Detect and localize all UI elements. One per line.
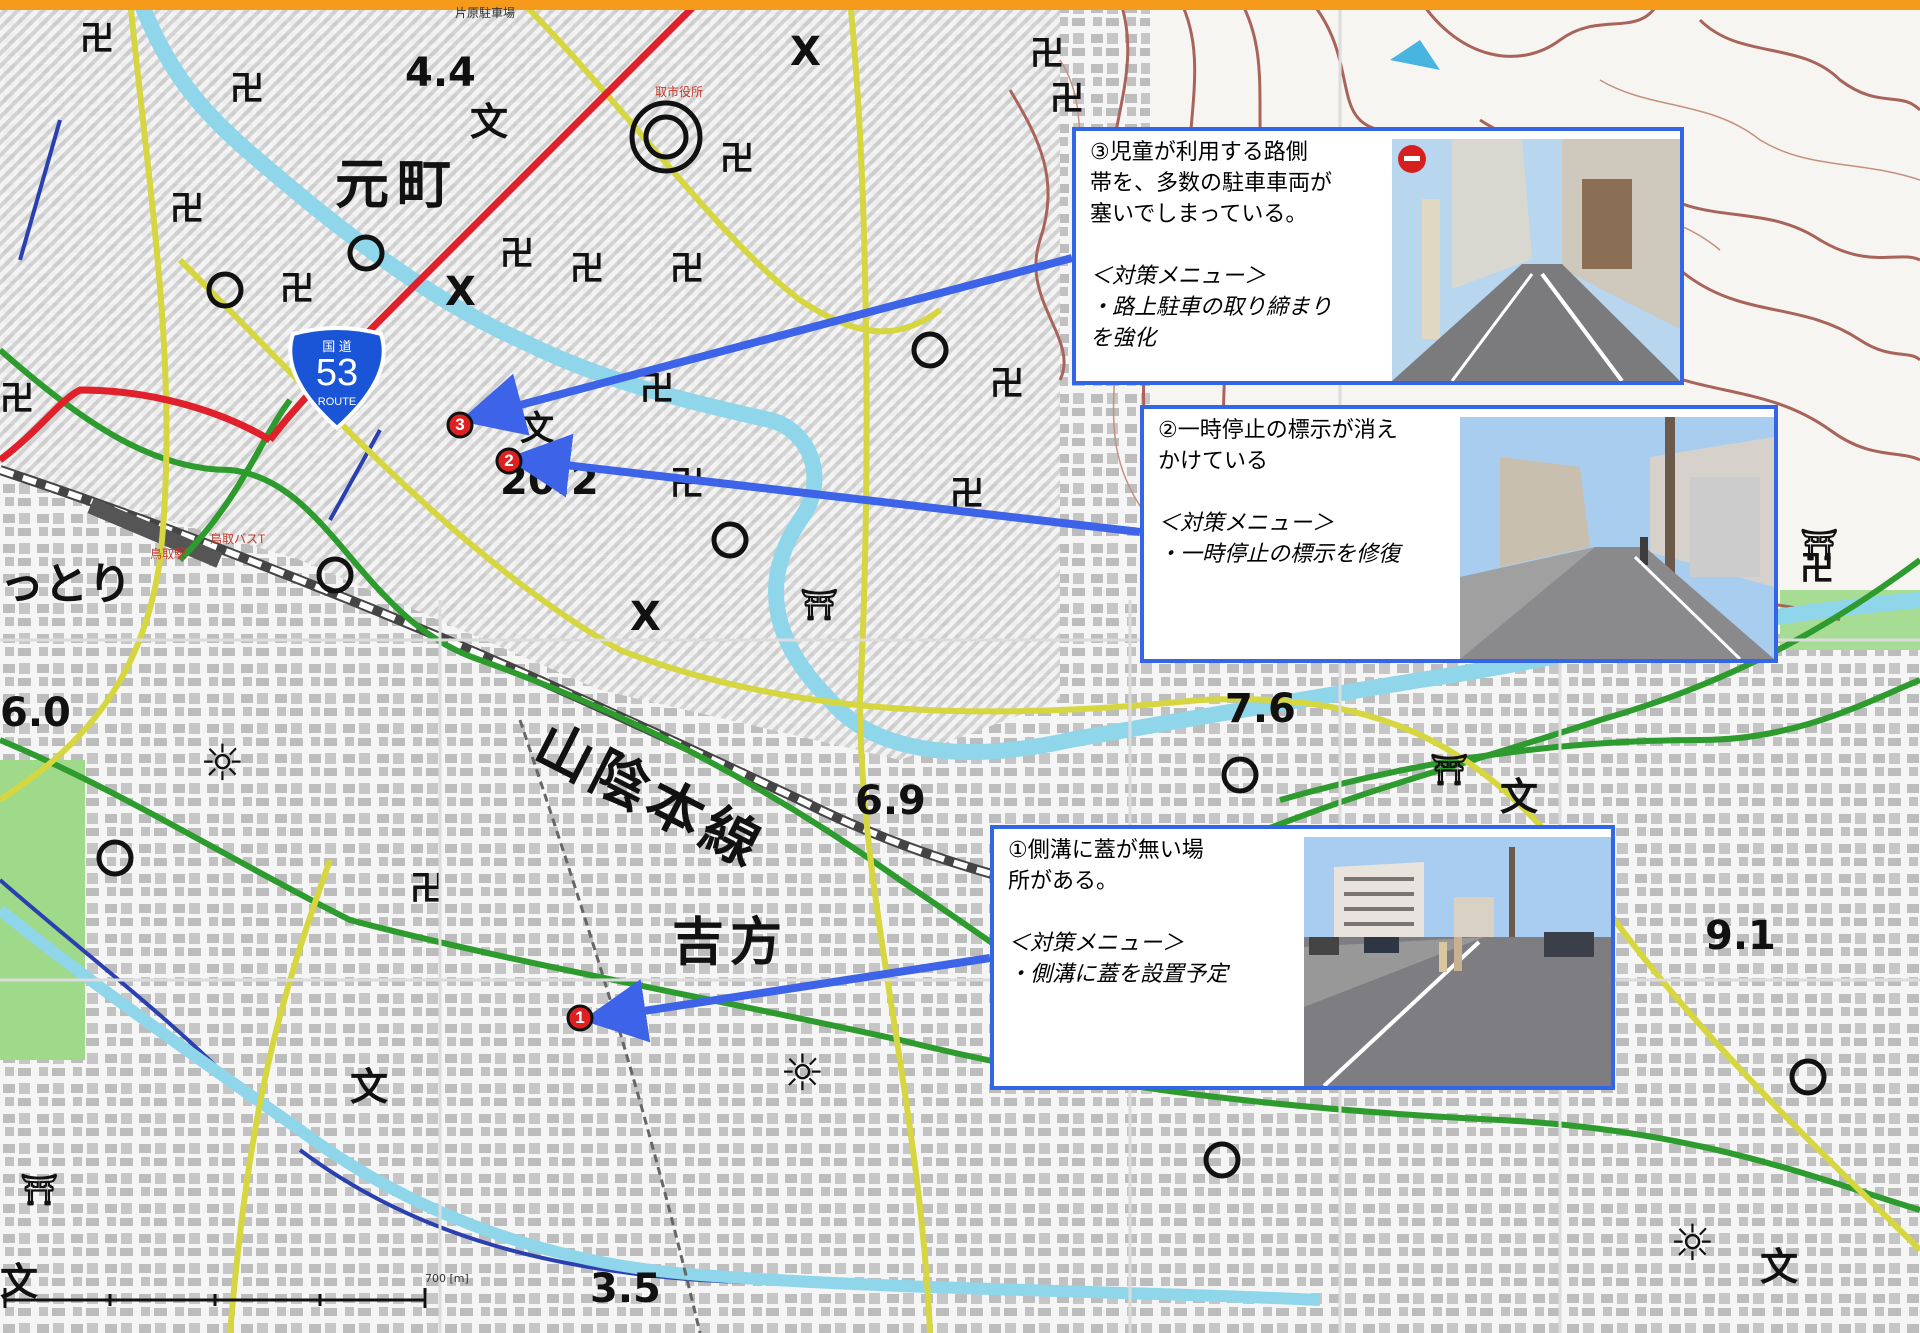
elevation-label: 9.1 — [1705, 913, 1776, 959]
route-53-shield-icon: 国 道 53 ROUTE — [283, 326, 391, 431]
map-label-yoshikata: 吉方 — [672, 912, 789, 973]
callout-3-menu-title: ＜対策メニュー＞ — [1090, 264, 1267, 289]
elevation-label: 4.4 — [405, 50, 476, 96]
location-marker-1[interactable]: 1 — [566, 1004, 594, 1032]
svg-text:卍: 卍 — [670, 249, 704, 289]
svg-text:卍: 卍 — [500, 234, 534, 274]
svg-text:卍: 卍 — [170, 189, 204, 229]
location-marker-3[interactable]: 3 — [446, 411, 474, 439]
svg-text:卍: 卍 — [1050, 79, 1084, 119]
svg-text:☼: ☼ — [200, 734, 245, 792]
callout-1-menu-item: ・側溝に蓋を設置予定 — [1008, 962, 1229, 987]
callout-2: ②一時停止の標示が消え かけている ＜対策メニュー＞ ・一時停止の標示を修復 — [1140, 405, 1778, 663]
svg-text:⛩: ⛩ — [1800, 528, 1838, 563]
svg-text:卍: 卍 — [950, 474, 984, 514]
svg-text:卍: 卍 — [570, 249, 604, 289]
svg-text:X: X — [790, 29, 821, 75]
svg-text:☼: ☼ — [780, 1044, 825, 1102]
callout-1-issue: ①側溝に蓋が無い場 所がある。 — [1008, 838, 1204, 894]
callout-2-menu-item: ・一時停止の標示を修復 — [1158, 542, 1401, 567]
svg-text:卍: 卍 — [670, 464, 704, 504]
callout-1: ①側溝に蓋が無い場 所がある。 ＜対策メニュー＞ ・側溝に蓋を設置予定 — [990, 825, 1615, 1090]
svg-text:卍: 卍 — [720, 139, 754, 179]
top-bar — [0, 0, 1920, 10]
map-label-motomachi: 元町 — [335, 152, 459, 216]
svg-text:文: 文 — [470, 100, 508, 144]
svg-text:⛩: ⛩ — [1430, 753, 1468, 788]
svg-text:⛩: ⛩ — [800, 588, 838, 623]
map-label-bus-terminal: 鳥取バスT — [210, 532, 266, 546]
svg-text:☼: ☼ — [1670, 1214, 1715, 1272]
scale-unit-label: 700 [m] — [425, 1272, 469, 1285]
svg-text:文: 文 — [520, 409, 554, 449]
marker-number: 1 — [575, 1008, 585, 1027]
elevation-label: 6.9 — [855, 778, 926, 824]
elevation-label: 7.6 — [1225, 686, 1296, 732]
svg-text:⛩: ⛩ — [20, 1173, 58, 1208]
callout-3-photo — [1392, 139, 1680, 381]
svg-text:文: 文 — [1760, 1245, 1798, 1289]
callout-3: ③児童が利用する路側 帯を、多数の駐車車両が 塞いでしまっている。 ＜対策メニュ… — [1072, 127, 1684, 385]
svg-text:文: 文 — [350, 1065, 388, 1109]
callout-3-menu-item: ・路上駐車の取り締まり を強化 — [1090, 295, 1333, 351]
callout-2-photo — [1460, 417, 1774, 659]
svg-text:卍: 卍 — [280, 269, 314, 309]
map-label-parking: 片原駐車場 — [455, 6, 516, 20]
marker-number: 3 — [455, 415, 465, 434]
callout-3-issue: ③児童が利用する路側 帯を、多数の駐車車両が 塞いでしまっている。 — [1090, 140, 1333, 227]
callout-2-issue: ②一時停止の標示が消え かけている — [1158, 418, 1398, 474]
route-shield-line1: 国 道 — [322, 339, 352, 354]
marker-number: 2 — [504, 451, 514, 470]
svg-text:X: X — [445, 269, 476, 315]
svg-text:卍: 卍 — [990, 364, 1024, 404]
svg-text:卍: 卍 — [640, 369, 674, 409]
map-label-city-hall: 取市役所 — [655, 85, 704, 99]
elevation-label: 3.5 — [590, 1266, 661, 1312]
route-shield-number: 53 — [315, 352, 359, 394]
scale-bar — [3, 1288, 427, 1308]
elevation-label: 6.0 — [0, 690, 71, 736]
map-label-tottori: っとり — [0, 559, 132, 610]
svg-text:X: X — [630, 594, 661, 640]
svg-text:卍: 卍 — [0, 379, 34, 419]
map-label-station: 鳥取駅 — [150, 547, 187, 561]
callout-1-menu-title: ＜対策メニュー＞ — [1008, 931, 1185, 956]
location-marker-2[interactable]: 2 — [495, 447, 523, 475]
svg-text:卍: 卍 — [1030, 34, 1064, 74]
svg-text:卍: 卍 — [410, 869, 444, 909]
svg-text:卍: 卍 — [80, 19, 114, 59]
svg-text:卍: 卍 — [1800, 549, 1834, 589]
svg-text:文: 文 — [1500, 775, 1538, 819]
callout-2-menu-title: ＜対策メニュー＞ — [1158, 511, 1335, 536]
svg-text:卍: 卍 — [230, 69, 264, 109]
route-shield-line2: ROUTE — [317, 396, 357, 408]
callout-1-photo — [1304, 837, 1611, 1086]
